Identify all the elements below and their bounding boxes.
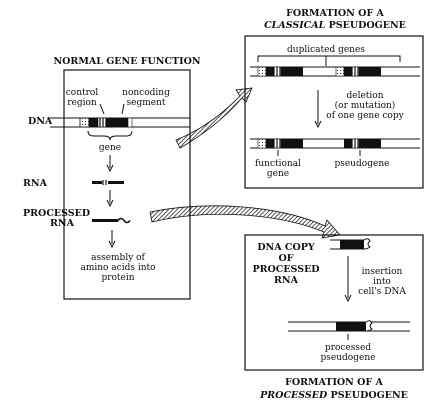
arrowhead — [108, 240, 116, 249]
processed-heading-rest: PSEUDOGENE — [331, 390, 408, 401]
insertion-label-3: cell's DNA — [358, 287, 406, 297]
classical-heading-1: FORMATION OF A — [286, 8, 384, 19]
functional-gene-label-2: gene — [267, 169, 289, 179]
dna-copy-label-1: DNA COPY — [257, 242, 315, 253]
arrowhead — [106, 164, 114, 173]
deletion-label-3: of one gene copy — [326, 111, 404, 121]
assembly-label-3: protein — [101, 273, 134, 283]
arrowhead — [106, 199, 114, 208]
processed-pseudogene-strand — [288, 320, 410, 332]
rna-strand — [92, 180, 124, 185]
insertion-label-1: insertion — [362, 267, 403, 277]
dna-label: DNA — [28, 116, 53, 127]
normal-gene-title: NORMAL GENE FUNCTION — [53, 56, 200, 67]
duplicated-bracket — [257, 55, 401, 62]
duplicated-genes-label: duplicated genes — [287, 45, 365, 55]
deletion-label-1: deletion — [346, 91, 383, 101]
arrowhead — [314, 120, 322, 129]
classical-heading-italic: CLASSICAL — [264, 20, 325, 31]
mutated-dna-strand — [250, 138, 420, 149]
arrow-to-processed — [149, 205, 341, 239]
noncoding-pointer — [121, 103, 125, 115]
classical-heading-rest: PSEUDOGENE — [329, 20, 406, 31]
functional-gene-label-1: functional — [255, 159, 301, 169]
classical-heading-2: CLASSICAL PSEUDOGENE — [264, 20, 406, 31]
classical-panel — [244, 35, 424, 189]
processed-heading-1: FORMATION OF A — [285, 377, 383, 388]
arrow-to-classical — [175, 87, 253, 149]
pseudogene-label: pseudogene — [335, 159, 390, 169]
processed-rna-label-1: PROCESSED — [23, 208, 90, 219]
normal-gene-panel — [63, 69, 191, 300]
duplicated-dna-strand — [250, 66, 420, 77]
processed-rna-strand — [92, 217, 131, 224]
processed-pseudogene-label-1: processed — [325, 343, 371, 353]
insertion-label-2: into — [373, 277, 391, 287]
assembly-label-2: amino acids into — [80, 263, 155, 273]
noncoding-segment-label-1: noncoding — [122, 88, 170, 98]
gene-label: gene — [99, 143, 121, 153]
control-region-label-2: region — [67, 98, 97, 108]
assembly-label-1: assembly of — [91, 253, 145, 263]
processed-pseudogene-label-2: pseudogene — [321, 353, 376, 363]
arrowhead — [344, 294, 352, 303]
noncoding-segment-label-2: segment — [127, 98, 166, 108]
dna-copy-label-3: PROCESSED — [252, 264, 319, 275]
processed-heading-italic: PROCESSED — [259, 390, 328, 401]
rna-label: RNA — [23, 178, 48, 189]
processed-panel — [244, 234, 424, 371]
dna-copy-label-2: OF — [278, 253, 293, 264]
deletion-label-2: (or mutation) — [335, 100, 396, 111]
dna-strand — [50, 117, 190, 128]
dna-copy-label-4: RNA — [274, 275, 299, 286]
processed-rna-label-2: RNA — [50, 218, 75, 229]
control-region-label-1: control — [66, 88, 99, 98]
dna-copy-strand — [330, 238, 371, 250]
control-pointer — [99, 103, 105, 115]
processed-heading-2: PROCESSED PSEUDOGENE — [259, 390, 408, 401]
gene-brace — [87, 130, 133, 141]
